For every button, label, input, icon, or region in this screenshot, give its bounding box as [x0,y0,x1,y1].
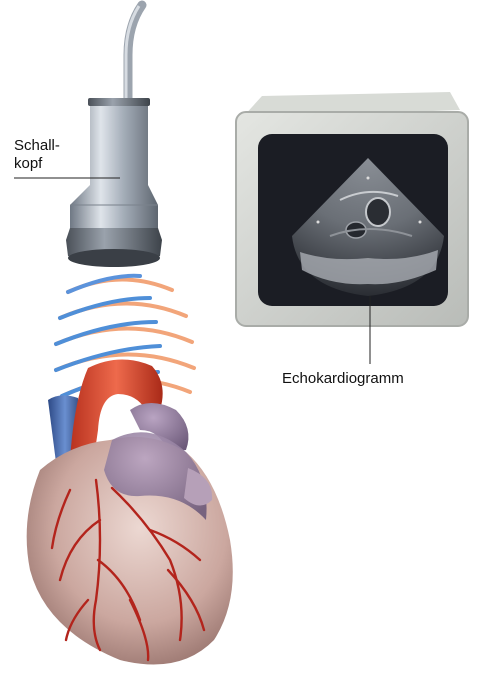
monitor-icon [236,92,468,326]
ultrasound-probe-icon [66,98,162,267]
heart-illustration [27,359,233,664]
probe-label-line2: kopf [14,155,84,173]
probe-label: Schall- kopf [14,137,84,173]
echocardiogram-label: Echokardiogramm [282,370,404,388]
probe-cable [126,5,142,98]
probe-label-line1: Schall- [14,137,84,155]
